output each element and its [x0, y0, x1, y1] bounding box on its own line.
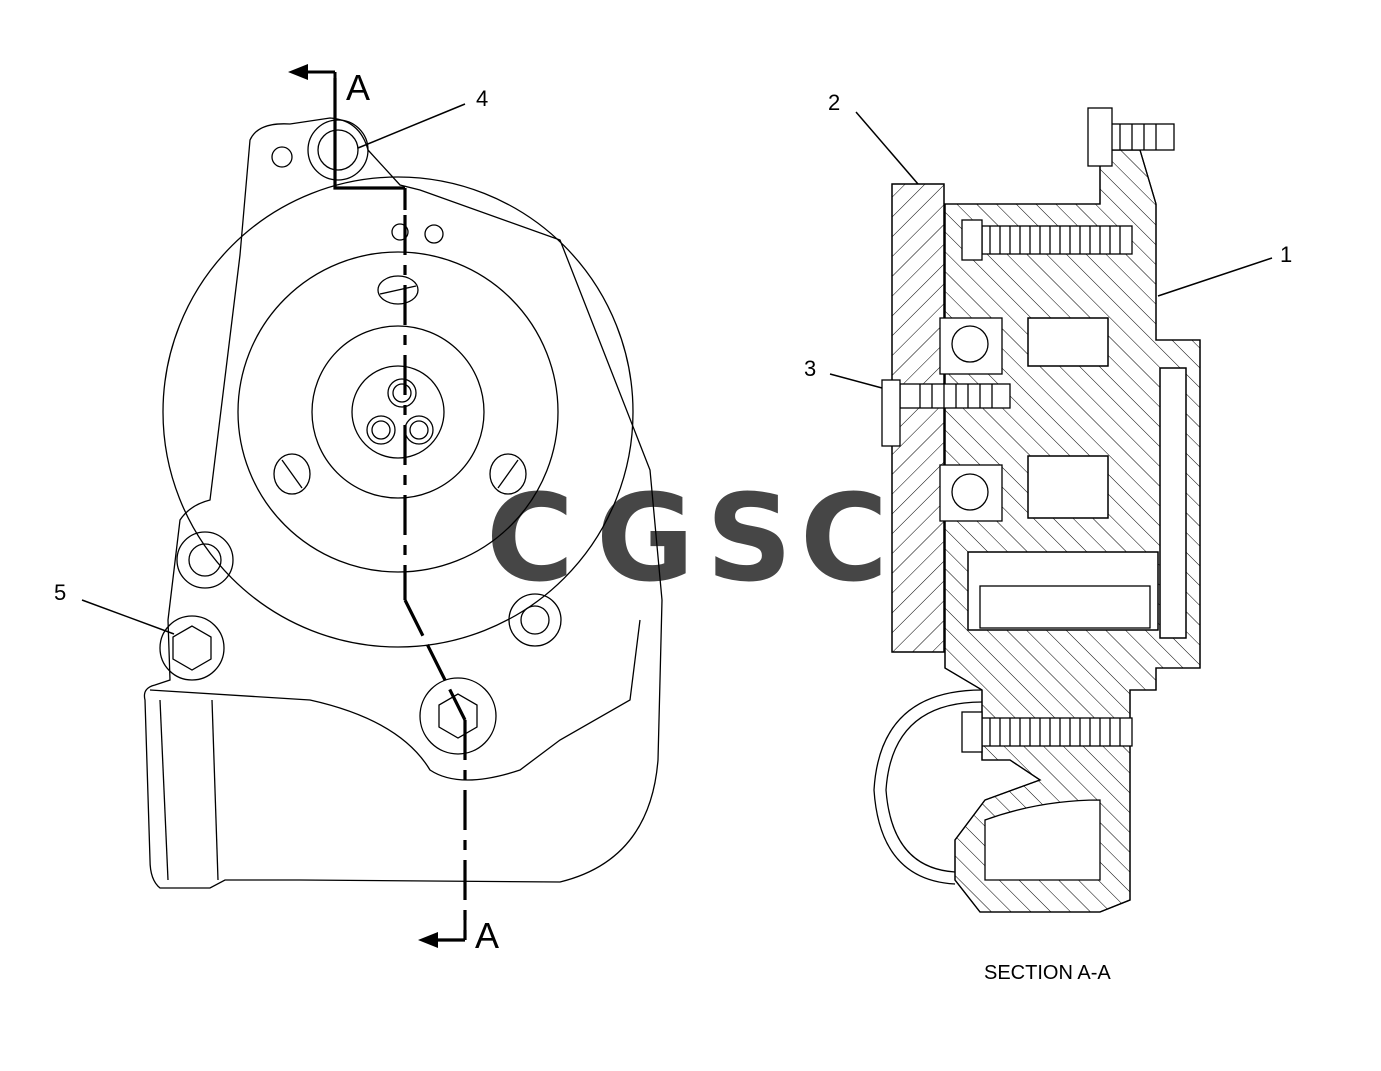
bolt-3 [899, 383, 1011, 409]
leader-3 [829, 373, 883, 389]
leader-lines [81, 103, 1273, 635]
callout-2: 2 [828, 90, 840, 115]
leader-4 [357, 103, 466, 149]
section-arrow-top [288, 64, 308, 80]
watermark-letter-2: G [596, 470, 695, 609]
callout-4: 4 [476, 86, 488, 111]
watermark-letter-4: C [800, 470, 888, 609]
bolt-4 [307, 119, 369, 181]
front-view [143, 64, 663, 948]
pulley-ring [237, 251, 559, 573]
pulley-outer [162, 176, 634, 648]
bolt-5 [159, 615, 225, 681]
bearing-lower [951, 473, 989, 511]
bearing-upper [951, 325, 989, 363]
leader-5 [81, 599, 175, 635]
section-letter-bottom: A [475, 915, 499, 956]
callout-1: 1 [1280, 242, 1292, 267]
section-letter-top: A [346, 67, 370, 108]
watermark-letter-1: C [486, 470, 574, 609]
leader-2 [855, 111, 919, 185]
bolt-upper [981, 225, 1133, 255]
hub-inner [351, 365, 445, 459]
hose-loop [873, 689, 983, 885]
section-line [333, 78, 467, 942]
section-view [873, 107, 1201, 913]
housing-outline [143, 117, 663, 889]
watermark-letter-3: S [706, 470, 792, 609]
hub-ring [311, 325, 485, 499]
bolt-lower [981, 717, 1133, 747]
callout-5: 5 [54, 580, 66, 605]
leader-1 [1157, 257, 1273, 297]
watermark: C G S C [486, 470, 888, 609]
section-caption: SECTION A-A [984, 962, 1111, 984]
callout-3: 3 [804, 356, 816, 381]
section-arrow-bottom [418, 932, 438, 948]
